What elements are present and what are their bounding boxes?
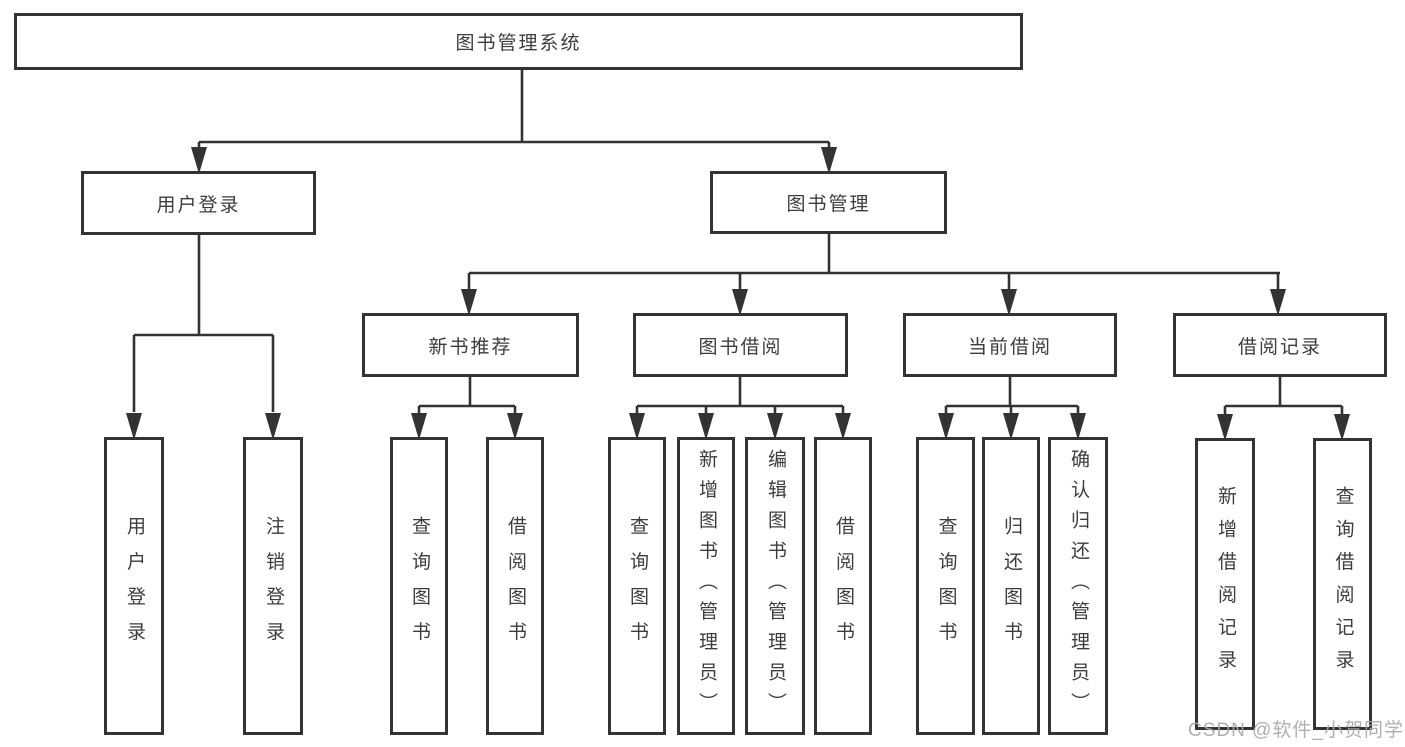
leaf-current-return-books: 归还图书 <box>982 437 1040 735</box>
node-user-login-label: 用户登录 <box>156 194 241 216</box>
leaf-current-confirm-return-admin-label: 确认归还（管理员） <box>1067 449 1089 723</box>
node-book-management: 图书管理 <box>710 171 947 234</box>
node-new-book-recommend-label: 新书推荐 <box>428 336 513 358</box>
leaf-borrow-add-books-admin-label: 新增图书（管理员） <box>695 449 717 723</box>
leaf-user-login-label: 用户登录 <box>123 515 145 657</box>
leaf-recommend-query-books: 查询图书 <box>390 437 448 735</box>
leaf-current-query-books: 查询图书 <box>916 437 975 735</box>
leaf-current-return-books-label: 归还图书 <box>1000 515 1022 657</box>
leaf-borrow-borrow-books-label: 借阅图书 <box>832 515 854 657</box>
leaf-recommend-query-books-label: 查询图书 <box>408 515 430 657</box>
node-root-system: 图书管理系统 <box>14 13 1023 70</box>
leaf-records-add-record: 新增借阅记录 <box>1195 438 1255 730</box>
node-new-book-recommend: 新书推荐 <box>362 313 579 377</box>
arrowhead-icons <box>126 147 1350 441</box>
leaf-borrow-add-books-admin: 新增图书（管理员） <box>677 437 735 735</box>
node-current-borrow-label: 当前借阅 <box>967 336 1052 358</box>
node-book-borrow-label: 图书借阅 <box>698 336 783 358</box>
node-root-label: 图书管理系统 <box>455 33 582 54</box>
leaf-current-query-books-label: 查询图书 <box>935 515 957 657</box>
leaf-logout-label: 注销登录 <box>262 515 284 657</box>
tree-edges <box>132 69 1344 414</box>
leaf-user-login: 用户登录 <box>104 437 164 735</box>
node-borrow-records-label: 借阅记录 <box>1237 336 1322 358</box>
node-borrow-records: 借阅记录 <box>1173 313 1387 377</box>
node-current-borrow: 当前借阅 <box>903 313 1117 377</box>
node-user-login: 用户登录 <box>81 171 316 235</box>
csdn-watermark: CSDN @软件_小贺同学 <box>1188 720 1404 741</box>
leaf-logout: 注销登录 <box>243 437 303 735</box>
leaf-current-confirm-return-admin: 确认归还（管理员） <box>1048 437 1108 735</box>
leaf-records-query-record-label: 查询借阅记录 <box>1332 485 1354 683</box>
leaf-records-query-record: 查询借阅记录 <box>1313 438 1372 730</box>
node-book-borrow: 图书借阅 <box>633 313 848 377</box>
node-book-management-label: 图书管理 <box>786 194 871 215</box>
leaf-recommend-borrow-books: 借阅图书 <box>486 437 544 735</box>
leaf-borrow-edit-books-admin-label: 编辑图书（管理员） <box>764 449 786 723</box>
leaf-recommend-borrow-books-label: 借阅图书 <box>504 515 526 657</box>
leaf-borrow-borrow-books: 借阅图书 <box>814 437 872 735</box>
leaf-records-add-record-label: 新增借阅记录 <box>1214 485 1236 683</box>
leaf-borrow-query-books-label: 查询图书 <box>626 515 648 657</box>
leaf-borrow-edit-books-admin: 编辑图书（管理员） <box>745 437 805 735</box>
leaf-borrow-query-books: 查询图书 <box>608 437 666 735</box>
